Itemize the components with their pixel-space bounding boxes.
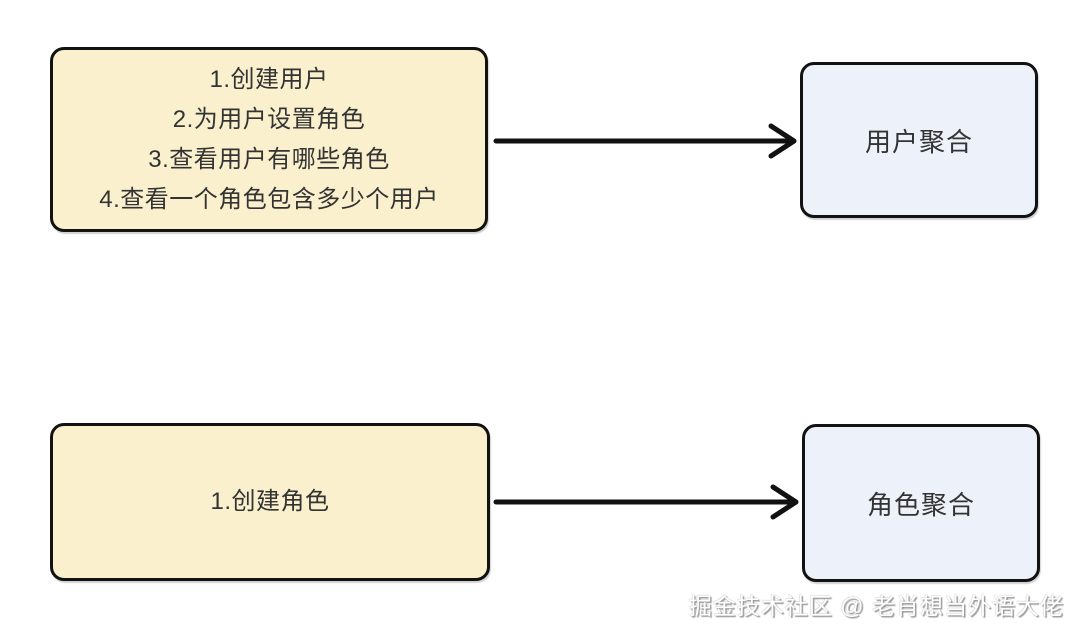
watermark-text: 掘金技术社区 @ 老肖想当外语大佬 <box>688 593 1064 619</box>
user-commands-box: 1.创建用户 2.为用户设置角色 3.查看用户有哪些角色 4.查看一个角色包含多… <box>50 47 488 232</box>
arrow-user-head-icon <box>768 123 797 159</box>
command-line: 4.查看一个角色包含多少个用户 <box>99 185 439 213</box>
command-line: 3.查看用户有哪些角色 <box>148 145 390 173</box>
user-commands-lines: 1.创建用户 2.为用户设置角色 3.查看用户有哪些角色 4.查看一个角色包含多… <box>99 60 439 220</box>
command-line: 1.创建用户 <box>209 65 329 93</box>
role-commands-lines: 1.创建角色 <box>210 482 329 522</box>
role-aggregate-box: 角色聚合 <box>802 424 1040 582</box>
role-aggregate-label: 角色聚合 <box>866 489 975 520</box>
role-commands-box: 1.创建角色 <box>50 423 490 581</box>
command-line: 1.创建角色 <box>210 488 330 515</box>
arrow-role-head-icon <box>770 484 799 520</box>
user-aggregate-box: 用户聚合 <box>800 62 1038 218</box>
user-aggregate-label: 用户聚合 <box>864 126 973 157</box>
command-line: 2.为用户设置角色 <box>172 105 366 133</box>
